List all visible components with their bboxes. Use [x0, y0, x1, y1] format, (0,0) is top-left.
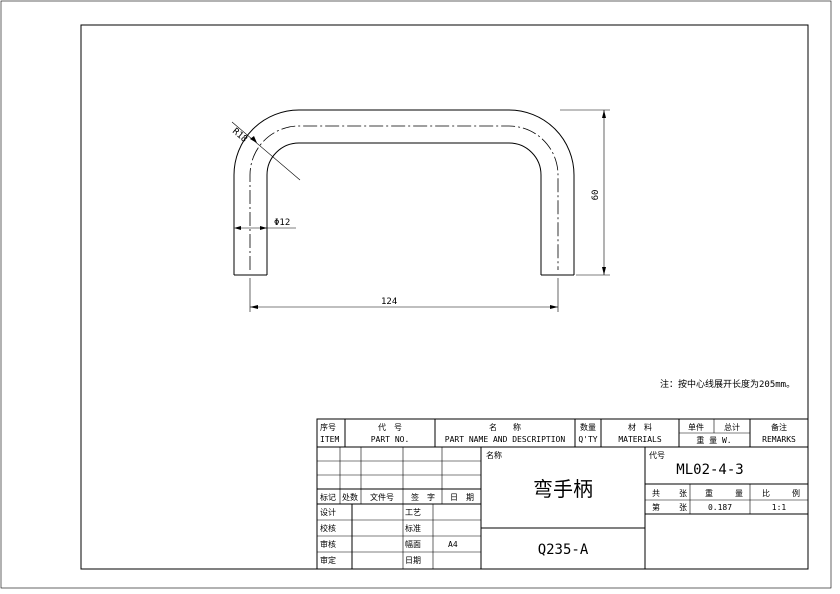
info-weight-2: 量: [735, 489, 743, 498]
rev-mark: 标记: [320, 492, 336, 502]
diameter-dimension: Φ12: [234, 218, 296, 230]
sign-approve: 审定: [320, 555, 336, 565]
info-headers: 共 张 重 量 比 例: [652, 488, 800, 498]
radius-dimension: R18: [230, 121, 301, 181]
info-sheet-unit: 张: [679, 503, 687, 512]
width-dimension: 124: [249, 278, 559, 312]
material-en: MATERIALS: [618, 435, 662, 444]
title-block: [316, 418, 809, 570]
sign-process: 工艺: [405, 508, 421, 517]
info-weight-1: 重: [705, 488, 713, 498]
name-label: 名称: [486, 450, 502, 460]
sign-rows: 设计 工艺 校核 标准 审核 幅面 A4 审定 日期: [320, 507, 458, 565]
diameter-label: Φ12: [274, 218, 290, 228]
qty-en: Q'TY: [578, 435, 597, 444]
part-name: 弯手柄: [533, 477, 593, 501]
name-en: PART NAME AND DESCRIPTION: [445, 435, 566, 444]
center-line: [249, 125, 559, 270]
drawing-code: ML02-4-3: [676, 462, 743, 478]
title-block-header: 序号 ITEM 代 号 PART NO. 名 称 PART NAME AND D…: [320, 422, 796, 445]
handle-outline: [233, 109, 575, 276]
rev-date: 日 期: [450, 493, 474, 502]
sign-check: 校核: [320, 523, 336, 533]
rev-sign: 签 字: [411, 492, 435, 502]
partno-en: PART NO.: [371, 435, 410, 444]
sign-review: 审核: [320, 539, 336, 549]
height-label: 60: [591, 190, 601, 201]
remarks-cn: 备注: [771, 422, 787, 432]
height-dimension: 60: [560, 109, 610, 276]
drawing-frame: [80, 24, 809, 570]
item-en: ITEM: [320, 435, 339, 444]
name-cn: 名 称: [489, 422, 521, 432]
remarks-en: REMARKS: [762, 435, 796, 444]
material-value: Q235-A: [538, 542, 589, 558]
info-sheet-no: 第: [652, 502, 660, 512]
rev-docno: 文件号: [370, 492, 394, 502]
revision-row: 标记 处数 文件号 签 字 日 期: [320, 492, 474, 502]
info-total: 共: [652, 489, 660, 498]
info-sheet: 张: [679, 489, 687, 498]
code-label: 代号: [649, 450, 665, 460]
item-cn: 序号: [320, 422, 336, 432]
info-values: 第 张 0.187 1:1: [652, 502, 786, 512]
format-value: A4: [448, 540, 458, 549]
rev-count: 处数: [342, 492, 358, 502]
total-cn: 总计: [724, 422, 740, 432]
qty-cn: 数量: [580, 422, 596, 432]
unit-cn: 单件: [688, 422, 704, 432]
weight-value: 0.187: [708, 503, 732, 512]
sign-format: 幅面: [405, 539, 421, 549]
scale-value: 1:1: [772, 503, 787, 512]
partno-cn: 代 号: [378, 422, 402, 432]
info-scale-1: 比: [762, 488, 770, 498]
drawing-note: 注：按中心线展开长度为205mm。: [660, 378, 795, 390]
weight-cn: 重 量 W.: [696, 435, 731, 445]
sign-design: 设计: [320, 507, 336, 517]
width-label: 124: [381, 297, 397, 307]
sign-standard: 标准: [405, 523, 421, 533]
radius-label: R18: [230, 127, 249, 145]
info-scale-2: 例: [792, 488, 800, 498]
sign-date: 日期: [405, 556, 421, 565]
material-cn: 材 料: [628, 422, 652, 432]
